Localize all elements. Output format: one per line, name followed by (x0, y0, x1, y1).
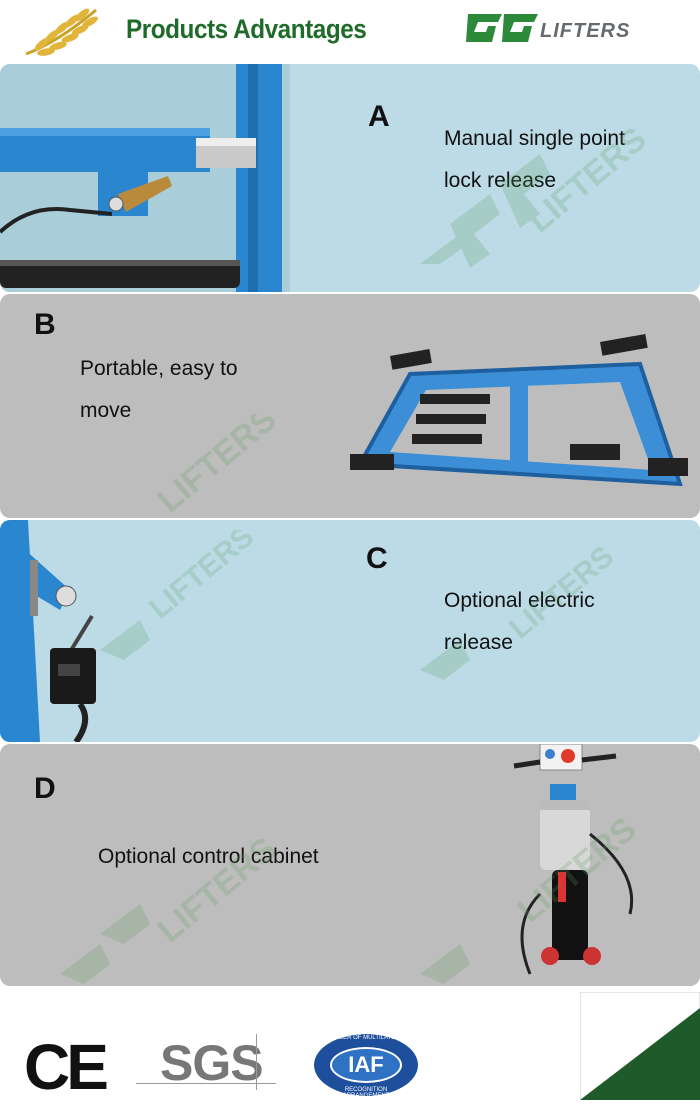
watermark-logo-icon: LIFTERS (420, 810, 644, 984)
svg-text:LIFTERS: LIFTERS (151, 414, 284, 518)
watermark-logo-icon: LIFTERS (420, 120, 654, 268)
ce-certification-logo: CE (24, 1031, 109, 1103)
feature-panel-d: D Optional control cabinet LIFTERS LIFTE… (0, 744, 700, 986)
lock-release-photo (0, 64, 290, 292)
watermark-logo-icon: LIFTERS (100, 530, 260, 660)
header: Products Advantages LIFTERS (0, 0, 700, 62)
watermark-logo-icon: LIFTERS (60, 830, 284, 984)
feature-description-line: release (444, 631, 513, 654)
svg-text:LIFTERS: LIFTERS (511, 810, 644, 930)
sgs-certification-logo: SGS (160, 1035, 264, 1091)
feature-description-line: move (80, 399, 132, 422)
feature-letter: C (366, 542, 388, 575)
feature-description-line: Portable, easy to (80, 357, 238, 380)
feature-description: Optional control cabinet (98, 836, 319, 878)
corner-decoration (580, 992, 700, 1100)
control-cabinet-photo (513, 744, 634, 975)
svg-text:LIFTERS: LIFTERS (503, 540, 620, 645)
feature-description: Portable, easy to move (80, 348, 238, 432)
portable-lift-photo (350, 334, 688, 487)
iaf-badge-icon (314, 1034, 418, 1096)
iaf-ring-top-text: MEMBER OF MULTILATERAL (325, 1035, 407, 1041)
iaf-certification-logo: IAF MEMBER OF MULTILATERAL RECOGNITION A… (312, 1032, 420, 1099)
watermark-logo-icon: LIFTERS (151, 414, 284, 518)
feature-description-line: Optional electric (444, 589, 595, 612)
feature-panel-c: C Optional electric release LIFTERS LIFT… (0, 520, 700, 742)
wheat-logo-icon (25, 8, 98, 56)
iaf-text: IAF (348, 1052, 384, 1077)
feature-letter: B (34, 308, 56, 341)
iaf-ring-bottom-text: RECOGNITION ARRANGEMENT (342, 1087, 390, 1099)
gg-brand-logo-icon (466, 14, 538, 42)
svg-text:LIFTERS: LIFTERS (143, 530, 260, 625)
divider (136, 1083, 276, 1084)
feature-letter: D (34, 772, 56, 805)
watermark-logo-icon: LIFTERS (420, 540, 620, 680)
feature-description-line: lock release (444, 169, 557, 192)
feature-description-line: Manual single point (444, 127, 625, 150)
feature-panel-a: A Manual single point lock release LIFTE… (0, 64, 700, 292)
divider (256, 1034, 257, 1090)
page-title: Products Advantages (126, 14, 367, 44)
feature-letter: A (368, 100, 390, 133)
feature-description: Manual single point lock release (444, 118, 625, 202)
brand-text: LIFTERS (540, 20, 631, 42)
electric-release-photo (0, 520, 120, 742)
feature-panel-b: B Portable, easy to move LIFTERS (0, 294, 700, 518)
svg-text:LIFTERS: LIFTERS (151, 830, 284, 950)
feature-description-line: Optional control cabinet (98, 845, 319, 868)
feature-description: Optional electric release (444, 580, 595, 664)
